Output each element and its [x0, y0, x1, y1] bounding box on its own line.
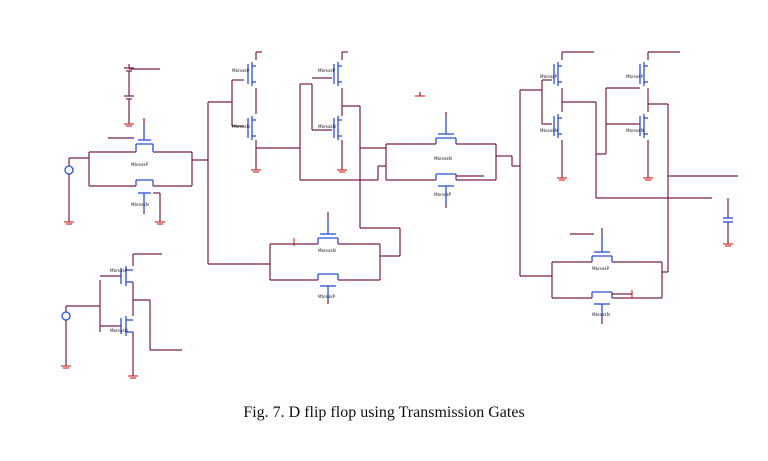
master-mosfets [247, 62, 342, 140]
slave-inv1-nmos-label: MbreakN [540, 128, 558, 133]
slave-inv1-pmos-label: MbreakP [540, 74, 558, 79]
data-input-source [64, 157, 89, 225]
master-inv1-pmos-label: MbreakP [232, 68, 250, 73]
d-flip-flop-schematic: MbreakP MbreakN MbreakP MbreakN [61, 51, 738, 379]
slave-fb-pmos-label: MbreakP [592, 266, 610, 271]
supply-source [124, 64, 160, 127]
master-inv2-pmos-label: MbreakP [318, 68, 336, 73]
master-fb-pmos-label: MbreakP [318, 294, 336, 299]
clk-inv-nmos-label: MbreakN [110, 328, 128, 333]
master-wires [207, 51, 386, 265]
master-inv2-nmos-label: MbreakN [318, 124, 336, 129]
slave-mosfets [553, 62, 648, 138]
clock-source [61, 305, 100, 369]
slave-feedback-tg [551, 228, 668, 324]
clk-inv-pmos-label: MbreakP [110, 268, 128, 273]
slave-wires [519, 51, 738, 277]
slave-inv2-pmos-label: MbreakP [626, 74, 644, 79]
clock-inverter [99, 253, 182, 379]
figure-caption: Fig. 7. D flip flop using Transmission G… [243, 404, 525, 421]
tg2-pmos-label: MbreakP [434, 192, 452, 197]
master-fb-nmos-label: MbreakN [318, 248, 336, 253]
slave-fb-nmos-label: MbreakN [592, 312, 610, 317]
tg1-nmos-label: MbreakN [131, 202, 149, 207]
tg2-nmos-label: MbreakN [434, 156, 452, 161]
slave-inv2-nmos-label: MbreakN [626, 128, 644, 133]
tg1 [88, 118, 208, 225]
master-feedback-tg [269, 148, 401, 304]
tg1-pmos-label: MbreakP [131, 162, 149, 167]
master-inv1-nmos-label: MbreakN [232, 124, 250, 129]
tg2 [385, 92, 520, 208]
